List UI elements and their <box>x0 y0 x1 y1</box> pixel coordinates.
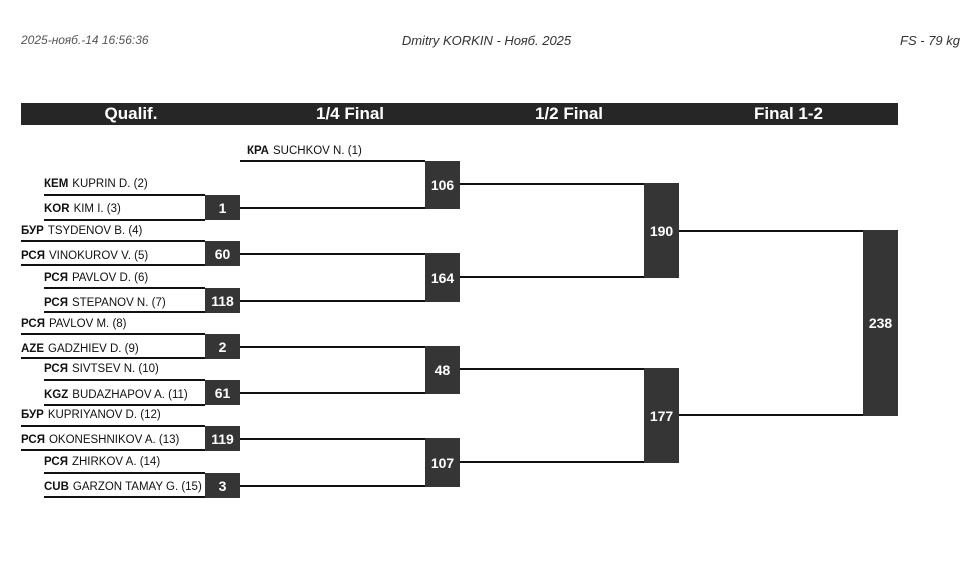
bracket-line <box>240 300 425 302</box>
team-code: РСЯ <box>21 434 45 446</box>
team-code: БУР <box>21 225 44 237</box>
bracket-line <box>460 368 644 370</box>
team-code: KOR <box>44 203 70 215</box>
bout-box: 48 <box>425 346 460 394</box>
bracket-line <box>460 276 644 278</box>
wrestler-name: KIM I. (3) <box>73 203 121 215</box>
bracket-line <box>44 404 205 406</box>
bracket-line <box>240 392 425 394</box>
entry-9: AZE GADZHIEV D. (9) <box>21 342 203 356</box>
bracket-line <box>44 311 205 313</box>
round-header-bar: Qualif. 1/4 Final 1/2 Final Final 1-2 <box>21 103 898 125</box>
wrestler-name: TSYDENOV B. (4) <box>47 225 143 237</box>
bout-box: 106 <box>425 161 460 209</box>
wrestler-name: PAVLOV D. (6) <box>71 272 149 284</box>
bracket-line <box>240 207 425 209</box>
team-code: РСЯ <box>44 297 68 309</box>
round-semi: 1/2 Final <box>534 104 604 123</box>
bout-box: 177 <box>644 368 679 463</box>
bracket-line <box>460 183 644 185</box>
bracket-line <box>21 357 205 359</box>
document-title: Dmitry KORKIN - Нояб. 2025 <box>401 33 572 48</box>
print-timestamp: 2025-нояб.-14 16:56:36 <box>21 33 149 47</box>
bracket-line <box>21 240 205 242</box>
wrestler-name: PAVLOV M. (8) <box>48 318 127 330</box>
bout-box: 119 <box>205 426 240 451</box>
wrestler-name: VINOKUROV V. (5) <box>48 250 149 262</box>
weight-category: FS - 79 kg <box>900 33 960 48</box>
wrestler-name: GADZHIEV D. (9) <box>48 343 139 355</box>
wrestler-name: ZHIRKOV A. (14) <box>71 456 161 468</box>
bracket-line <box>240 160 425 162</box>
bout-box: 3 <box>205 473 240 498</box>
round-final: Final 1-2 <box>754 104 823 123</box>
bracket-line <box>240 485 425 487</box>
round-quarter: 1/4 Final <box>315 104 385 123</box>
team-code: РСЯ <box>44 272 68 284</box>
bout-box: 1 <box>205 195 240 220</box>
bout-box: 238 <box>863 230 898 416</box>
bracket-line <box>44 219 205 221</box>
bracket-line <box>44 194 205 196</box>
team-code: CUB <box>44 481 69 493</box>
bracket-line <box>240 253 425 255</box>
wrestler-name: KUPRIYANOV D. (12) <box>47 409 161 421</box>
round-qualif: Qualif. <box>104 104 158 123</box>
bracket-line <box>44 287 205 289</box>
bracket-line <box>679 414 863 416</box>
bracket-line <box>460 461 644 463</box>
bracket-line <box>44 496 205 498</box>
wrestler-name: SIVTSEV N. (10) <box>71 363 159 375</box>
bout-box: 107 <box>425 438 460 487</box>
bout-box: 60 <box>205 241 240 266</box>
wrestler-name: KUPRIN D. (2) <box>72 178 148 190</box>
team-code: AZE <box>21 343 44 355</box>
team-code: РСЯ <box>21 318 45 330</box>
team-code: КРА <box>247 145 269 157</box>
bracket-line <box>240 438 425 440</box>
team-code: РСЯ <box>21 250 45 262</box>
bracket-line <box>679 230 863 232</box>
bout-box: 2 <box>205 334 240 359</box>
bout-box: 190 <box>644 183 679 278</box>
wrestler-name: STEPANOV N. (7) <box>71 297 166 309</box>
team-code: БУР <box>21 409 44 421</box>
team-code: KGZ <box>44 389 69 401</box>
bracket-line <box>21 264 205 266</box>
bracket-line <box>21 449 205 451</box>
team-code: РСЯ <box>44 363 68 375</box>
bracket-line <box>44 472 205 474</box>
wrestler-name: GARZON TAMAY G. (15) <box>72 481 202 493</box>
bout-box: 164 <box>425 253 460 302</box>
wrestler-name: SUCHKOV N. (1) <box>272 145 362 157</box>
bout-box: 118 <box>205 288 240 313</box>
wrestler-name: BUDAZHAPOV A. (11) <box>72 389 188 401</box>
bracket-line <box>44 379 205 381</box>
bout-box: 61 <box>205 380 240 405</box>
bracket-line <box>21 333 205 335</box>
bracket-line <box>21 425 205 427</box>
bracket-line <box>240 346 425 348</box>
team-code: КЕМ <box>44 178 69 190</box>
team-code: РСЯ <box>44 456 68 468</box>
wrestler-name: OKONESHNIKOV A. (13) <box>48 434 180 446</box>
